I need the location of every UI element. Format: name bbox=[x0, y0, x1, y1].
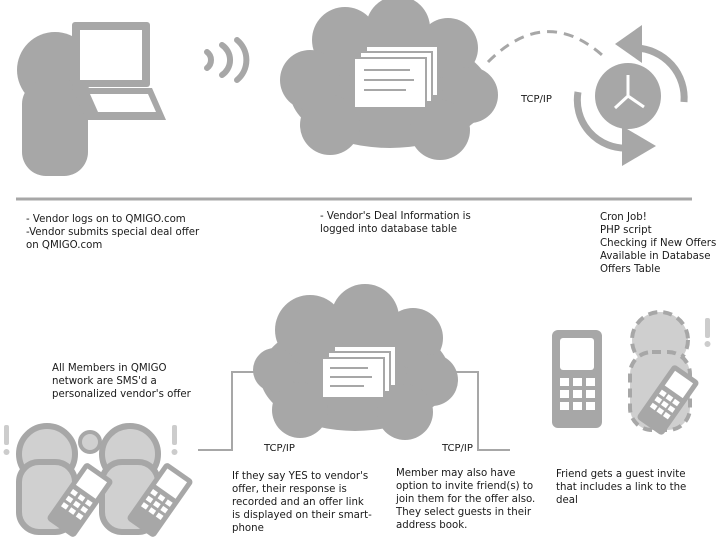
exclamation-icon bbox=[3, 425, 178, 455]
invite-step-line: option to invite friend(s) to bbox=[396, 481, 534, 492]
clock-icon bbox=[595, 63, 661, 129]
vendor-step-line: on QMIGO.com bbox=[26, 240, 103, 251]
friend-step-line: Friend gets a guest invite bbox=[556, 469, 686, 480]
friend-step-line: deal bbox=[556, 495, 578, 506]
protocol-label-left: TCP/IP bbox=[264, 443, 295, 454]
members-step-line: All Members in QMIGO bbox=[52, 363, 167, 374]
members-step-line: network are SMS'd a bbox=[52, 376, 157, 387]
database-step-text: - Vendor's Deal Information is logged in… bbox=[320, 210, 471, 236]
cron-step-line: Available in Database bbox=[600, 251, 711, 262]
friend-step-text: Friend gets a guest invite that includes… bbox=[556, 468, 686, 507]
protocol-label-right: TCP/IP bbox=[442, 443, 473, 454]
response-step-line: offer, their response is bbox=[232, 484, 347, 495]
database-step-line: logged into database table bbox=[320, 224, 457, 235]
members-step-line: personalized vendor's offer bbox=[52, 389, 191, 400]
protocol-label-top: TCP/IP bbox=[521, 94, 552, 105]
database-step-line: - Vendor's Deal Information is bbox=[320, 211, 471, 222]
cron-step-line: Checking if New Offers bbox=[600, 238, 717, 249]
cron-step-line: PHP script bbox=[600, 225, 652, 236]
laptop-icon bbox=[72, 22, 166, 120]
invite-step-text: Member may also have option to invite fr… bbox=[396, 467, 535, 532]
friend-step-line: that includes a link to the bbox=[556, 482, 687, 493]
friend-guest-icon bbox=[552, 310, 711, 435]
vendor-step-line: -Vendor submits special deal offer bbox=[26, 227, 200, 238]
cron-step-line: Cron Job! bbox=[600, 212, 647, 223]
response-step-text: If they say YES to vendor's offer, their… bbox=[232, 470, 372, 535]
response-step-line: phone bbox=[232, 523, 264, 534]
members-with-phones-icon bbox=[16, 423, 193, 537]
dashed-connector-top bbox=[486, 30, 603, 64]
cloud-database-icon bbox=[280, 0, 498, 160]
cron-step-text: Cron Job! PHP script Checking if New Off… bbox=[600, 211, 716, 276]
response-step-line: recorded and an offer link bbox=[232, 497, 364, 508]
response-step-line: If they say YES to vendor's bbox=[232, 471, 369, 482]
vendor-step-line: - Vendor logs on to QMIGO.com bbox=[26, 214, 186, 225]
members-step-text: All Members in QMIGO network are SMS'd a… bbox=[52, 362, 191, 401]
invite-step-line: They select guests in their bbox=[396, 507, 532, 518]
signal-waves-icon bbox=[204, 37, 250, 83]
vendor-step-text: - Vendor logs on to QMIGO.com -Vendor su… bbox=[26, 213, 199, 252]
invite-step-line: join them for the offer also. bbox=[396, 494, 536, 505]
invite-step-line: Member may also have bbox=[396, 468, 516, 479]
cycle-arrows-icon bbox=[573, 25, 688, 166]
invite-step-line: address book. bbox=[396, 520, 468, 531]
bracket-connectors bbox=[198, 371, 510, 451]
response-step-line: is displayed on their smart- bbox=[232, 510, 372, 521]
cron-step-line: Offers Table bbox=[600, 264, 661, 275]
cloud-database-icon bbox=[253, 284, 458, 440]
